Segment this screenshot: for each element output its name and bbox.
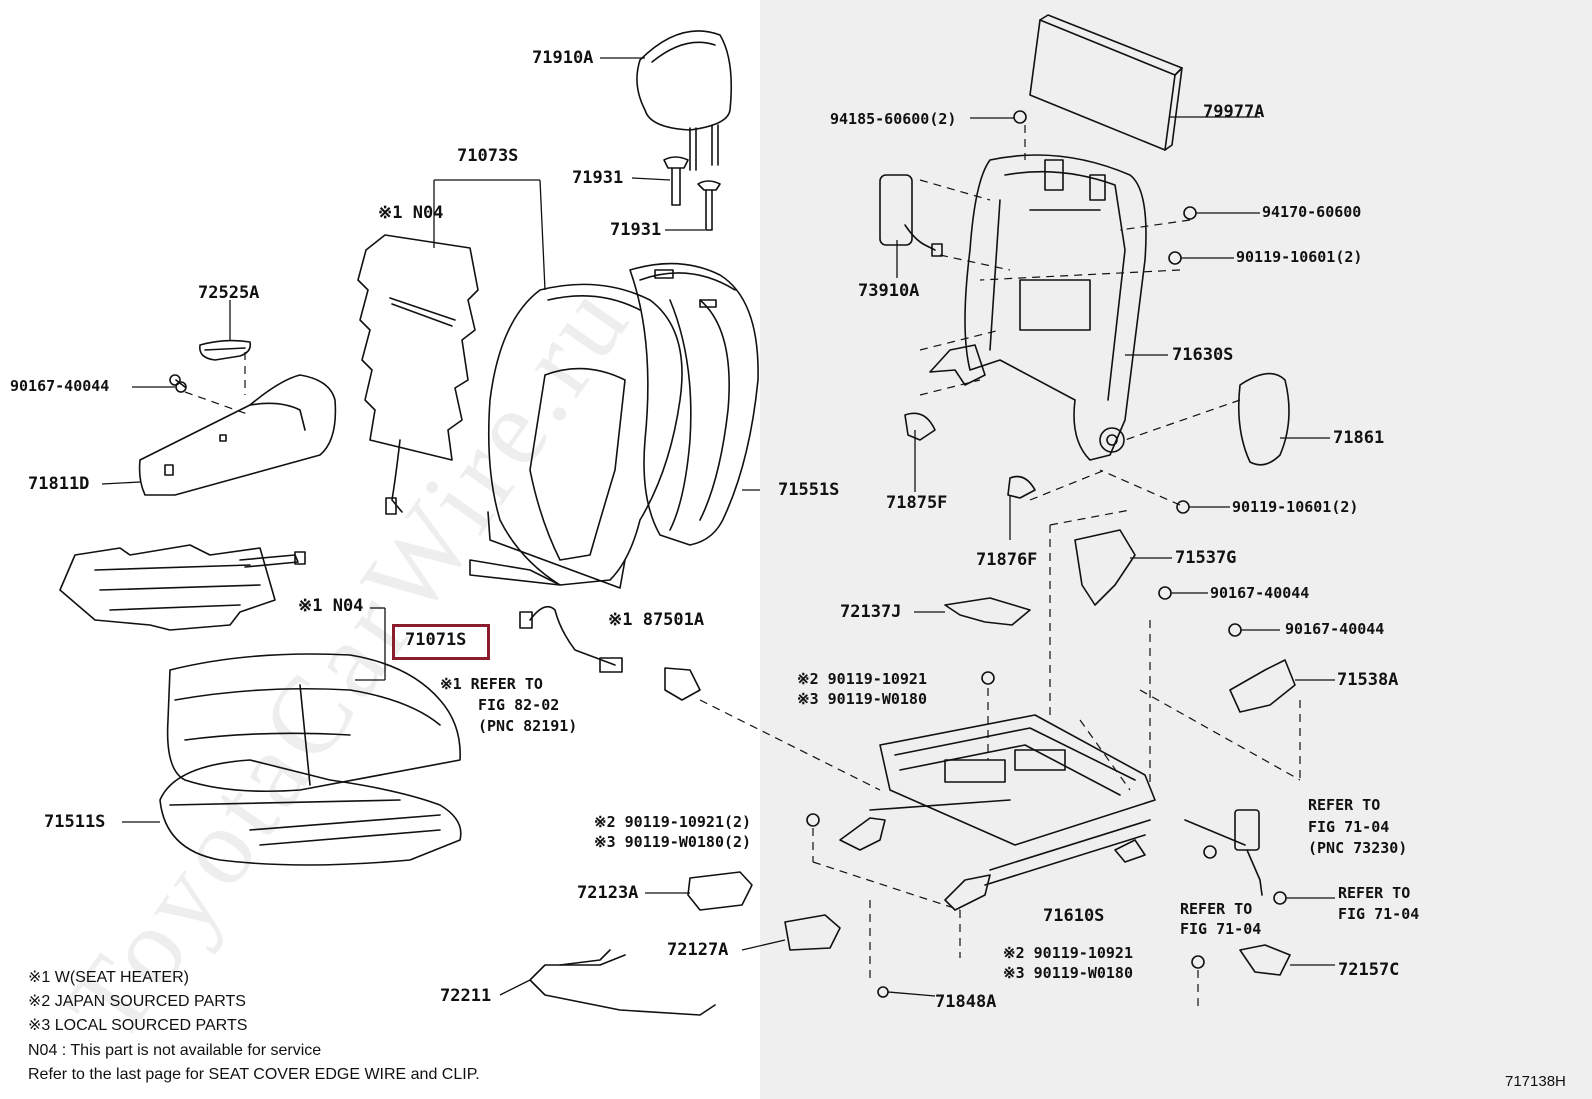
figure-code: 717138H <box>1505 1073 1566 1090</box>
right-shaded-panel <box>760 0 1592 1099</box>
label-refer7104-a1: REFER TO <box>1308 796 1381 814</box>
label-refer82-1: ※1 REFER TO <box>440 675 543 693</box>
small-covers-drawing <box>529 871 841 1016</box>
dashed-assembly-lines <box>184 125 1301 1010</box>
seatback-pad-drawing <box>629 262 759 546</box>
label-72123A: 72123A <box>577 883 639 903</box>
seatback-frame-drawing <box>929 154 1147 461</box>
label-71610S: 71610S <box>1043 906 1105 926</box>
harness-drawing <box>519 605 701 701</box>
label-87501A: ※1 87501A <box>608 610 705 630</box>
cushion-pad-drawing <box>159 759 462 866</box>
label-72525A: 72525A <box>198 283 260 303</box>
cover-72157C-drawing <box>1239 944 1291 976</box>
label-72137J: 72137J <box>840 602 902 622</box>
label-90167-r2: 90167-40044 <box>1285 620 1385 638</box>
label-refer7104-b2: FIG 71-04 <box>1180 920 1262 938</box>
label-90119-10601-a: 90119-10601(2) <box>1236 248 1363 266</box>
clip-71875F-drawing <box>904 412 936 441</box>
label-73910A: 73910A <box>858 281 920 301</box>
cover-71537G-drawing <box>1074 529 1136 606</box>
label-s3-90119-a: ※3 90119-W0180(2) <box>594 833 752 851</box>
label-71811D: 71811D <box>28 474 90 494</box>
guide-71931-drawing <box>663 156 721 231</box>
label-71511S: 71511S <box>44 812 106 832</box>
label-refer82-2: FIG 82-02 <box>478 696 560 714</box>
label-72157C: 72157C <box>1338 960 1400 980</box>
legend-line-3: ※3 LOCAL SOURCED PARTS <box>28 1017 248 1034</box>
label-refer7104-a3: (PNC 73230) <box>1308 839 1408 857</box>
label-90167-r1: 90167-40044 <box>1210 584 1310 602</box>
label-s2-90119-b: ※2 90119-10921 <box>797 670 927 688</box>
label-90167-left: 90167-40044 <box>10 377 110 395</box>
highlight-71071S <box>392 624 490 660</box>
headrest-71910A-drawing <box>636 30 733 171</box>
label-s2-90119-c: ※2 90119-10921 <box>1003 944 1133 962</box>
board-79977A-drawing <box>1029 14 1183 151</box>
seat-frame-drawing <box>839 714 1156 911</box>
cover-71538A-drawing <box>1229 659 1296 713</box>
legend-line-1: ※1 W(SEAT HEATER) <box>28 969 189 986</box>
leader-lines <box>101 57 1335 997</box>
bolts-drawing <box>175 110 1287 998</box>
legend-line-4: N04 : This part is not available for ser… <box>28 1042 322 1059</box>
label-refer7104-c2: FIG 71-04 <box>1338 905 1420 923</box>
label-71875F: 71875F <box>886 493 948 513</box>
label-71910A: 71910A <box>532 48 594 68</box>
heater-back-drawing <box>357 234 479 515</box>
bracket-72137J-drawing <box>944 597 1031 626</box>
seatback-cover-drawing <box>469 283 683 589</box>
label-72211: 72211 <box>440 986 492 1006</box>
airbag-73910A-drawing <box>879 174 943 257</box>
label-refer82-3: (PNC 82191) <box>478 717 578 735</box>
label-s3-90119-c: ※3 90119-W0180 <box>1003 964 1133 982</box>
label-94185: 94185-60600(2) <box>830 110 957 128</box>
label-71848A: 71848A <box>935 992 997 1012</box>
legend-line-5: Refer to the last page for SEAT COVER ED… <box>28 1066 480 1083</box>
label-72127A: 72127A <box>667 940 729 960</box>
label-71537G: 71537G <box>1175 548 1237 568</box>
label-94170: 94170-60600 <box>1262 203 1362 221</box>
clip-71876F-drawing <box>1007 475 1036 499</box>
side-shield-drawing <box>138 339 337 496</box>
label-n04-mid: ※1 N04 <box>298 596 364 616</box>
label-n04-top: ※1 N04 <box>378 203 444 223</box>
label-refer7104-b1: REFER TO <box>1180 900 1253 918</box>
label-79977A: 79977A <box>1203 102 1265 122</box>
label-s2-90119-a: ※2 90119-10921(2) <box>594 813 752 831</box>
cover-71861-drawing <box>1237 372 1290 466</box>
label-s3-90119-b: ※3 90119-W0180 <box>797 690 927 708</box>
label-90119-10601-b: 90119-10601(2) <box>1232 498 1359 516</box>
cushion-cover-drawing <box>166 653 461 793</box>
label-71551S: 71551S <box>778 480 840 500</box>
legend-line-2: ※2 JAPAN SOURCED PARTS <box>28 993 246 1010</box>
label-71931-b: 71931 <box>610 220 662 240</box>
label-71861: 71861 <box>1333 428 1385 448</box>
buckle-drawing <box>1184 809 1263 896</box>
label-71630S: 71630S <box>1172 345 1234 365</box>
heater-cushion-drawing <box>59 544 306 631</box>
label-71931-a: 71931 <box>572 168 624 188</box>
label-71073S: 71073S <box>457 146 519 166</box>
label-refer7104-a2: FIG 71-04 <box>1308 818 1390 836</box>
label-71876F: 71876F <box>976 550 1038 570</box>
label-refer7104-c1: REFER TO <box>1338 884 1411 902</box>
label-71071S: 71071S <box>405 630 467 650</box>
label-71538A: 71538A <box>1337 670 1399 690</box>
